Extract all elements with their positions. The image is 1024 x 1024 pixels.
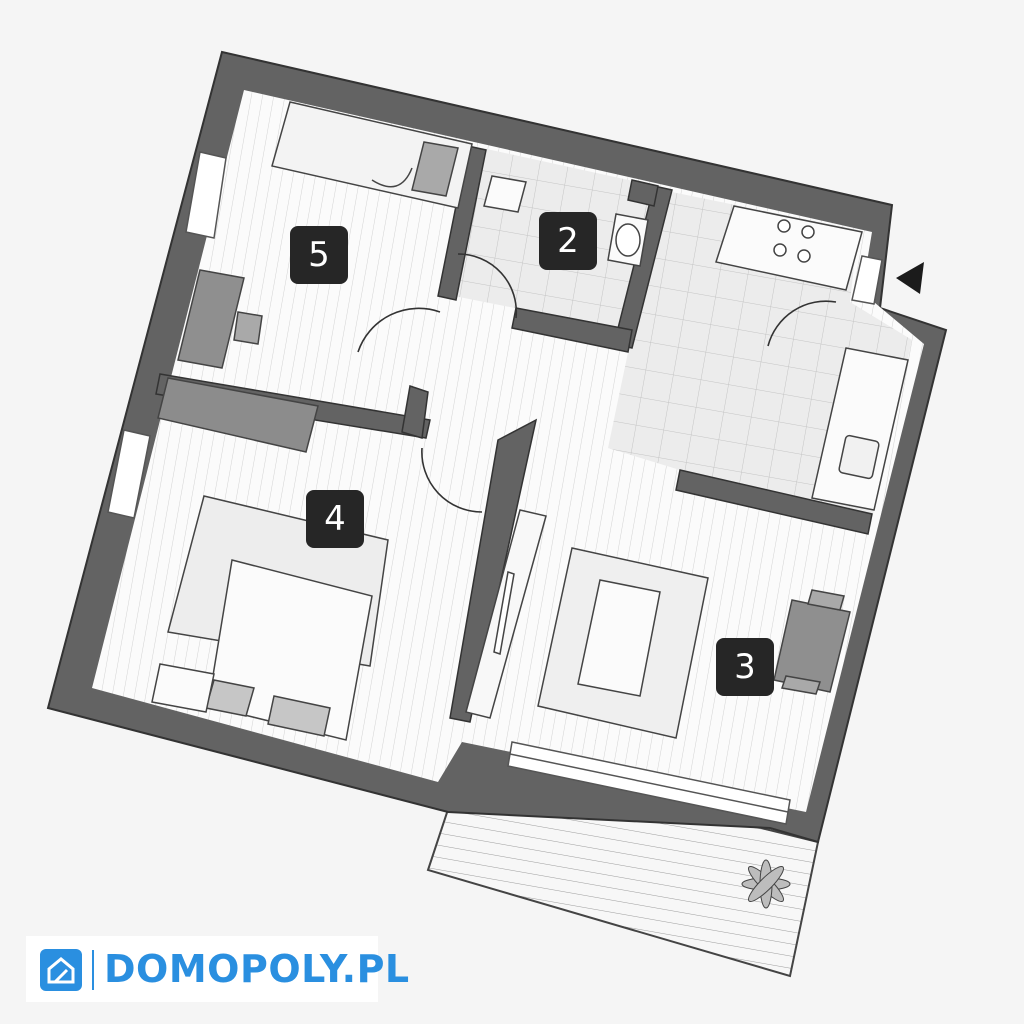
entrance-arrow-icon: [896, 262, 924, 294]
logo-text: DOMOPOLY.PL: [104, 947, 410, 991]
balcony-door: [507, 741, 791, 825]
door-swings: [357, 253, 837, 513]
room-label-3: 3: [716, 638, 774, 696]
logo-divider: [92, 950, 94, 990]
kitchen-furniture: [483, 175, 909, 511]
wardrobe: [157, 377, 319, 453]
house-icon: [40, 949, 82, 991]
windows: [107, 151, 883, 519]
room-label-4: 4: [306, 490, 364, 548]
brand-logo[interactable]: DOMOPOLY.PL: [26, 936, 409, 1002]
room-label-5: 5: [290, 226, 348, 284]
room-label-2: 2: [539, 212, 597, 270]
living-room-furniture: [465, 509, 851, 739]
plant-icon: [741, 859, 791, 909]
room-5-furniture: [177, 101, 473, 369]
